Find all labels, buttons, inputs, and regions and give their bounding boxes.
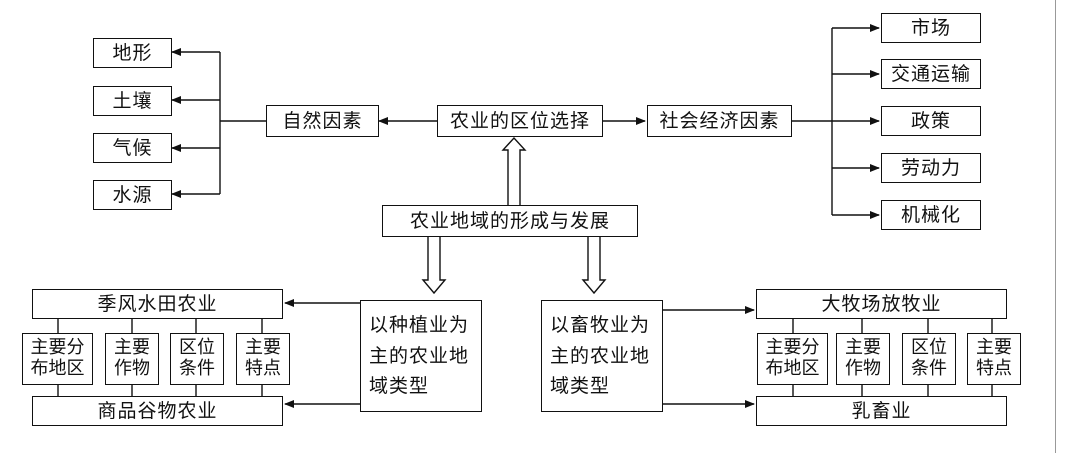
factor-market: 市场: [881, 13, 981, 43]
page-edge-divider: [1055, 0, 1056, 453]
planting-cell-conditions: 区位条件: [170, 333, 224, 385]
factor-transport: 交通运输: [881, 59, 981, 89]
livestock-cell-crops: 主要作物: [836, 333, 890, 385]
natural-factors-node: 自然因素: [266, 105, 379, 137]
factor-policy: 政策: [881, 106, 981, 136]
root-node: 农业的区位选择: [437, 105, 603, 137]
factor-terrain: 地形: [93, 38, 172, 68]
livestock-type-label: 以畜牧业为主的农业地域类型: [550, 313, 651, 398]
commercial-grain-node: 商品谷物农业: [32, 396, 283, 426]
planting-cell-features: 主要特点: [236, 333, 290, 385]
planting-cell-crops: 主要作物: [105, 333, 159, 385]
planting-type-node: 以种植业为主的农业地域类型: [360, 300, 482, 412]
monsoon-paddy-node: 季风水田农业: [32, 289, 283, 319]
livestock-type-node: 以畜牧业为主的农业地域类型: [541, 300, 663, 412]
ranching-node: 大牧场放牧业: [756, 289, 1007, 319]
dairy-node: 乳畜业: [756, 396, 1007, 426]
social-factors-node: 社会经济因素: [647, 105, 792, 137]
factor-water: 水源: [93, 180, 172, 210]
formation-node: 农业地域的形成与发展: [382, 205, 638, 237]
livestock-cell-features: 主要特点: [967, 333, 1021, 385]
livestock-cell-distribution: 主要分布地区: [757, 333, 828, 385]
factor-mechanization: 机械化: [881, 200, 981, 230]
planting-type-label: 以种植业为主的农业地域类型: [369, 313, 470, 398]
factor-climate: 气候: [93, 133, 172, 163]
factor-labor: 劳动力: [881, 153, 981, 183]
livestock-cell-conditions: 区位条件: [902, 333, 956, 385]
factor-soil: 土壤: [93, 86, 172, 116]
planting-cell-distribution: 主要分布地区: [22, 333, 93, 385]
